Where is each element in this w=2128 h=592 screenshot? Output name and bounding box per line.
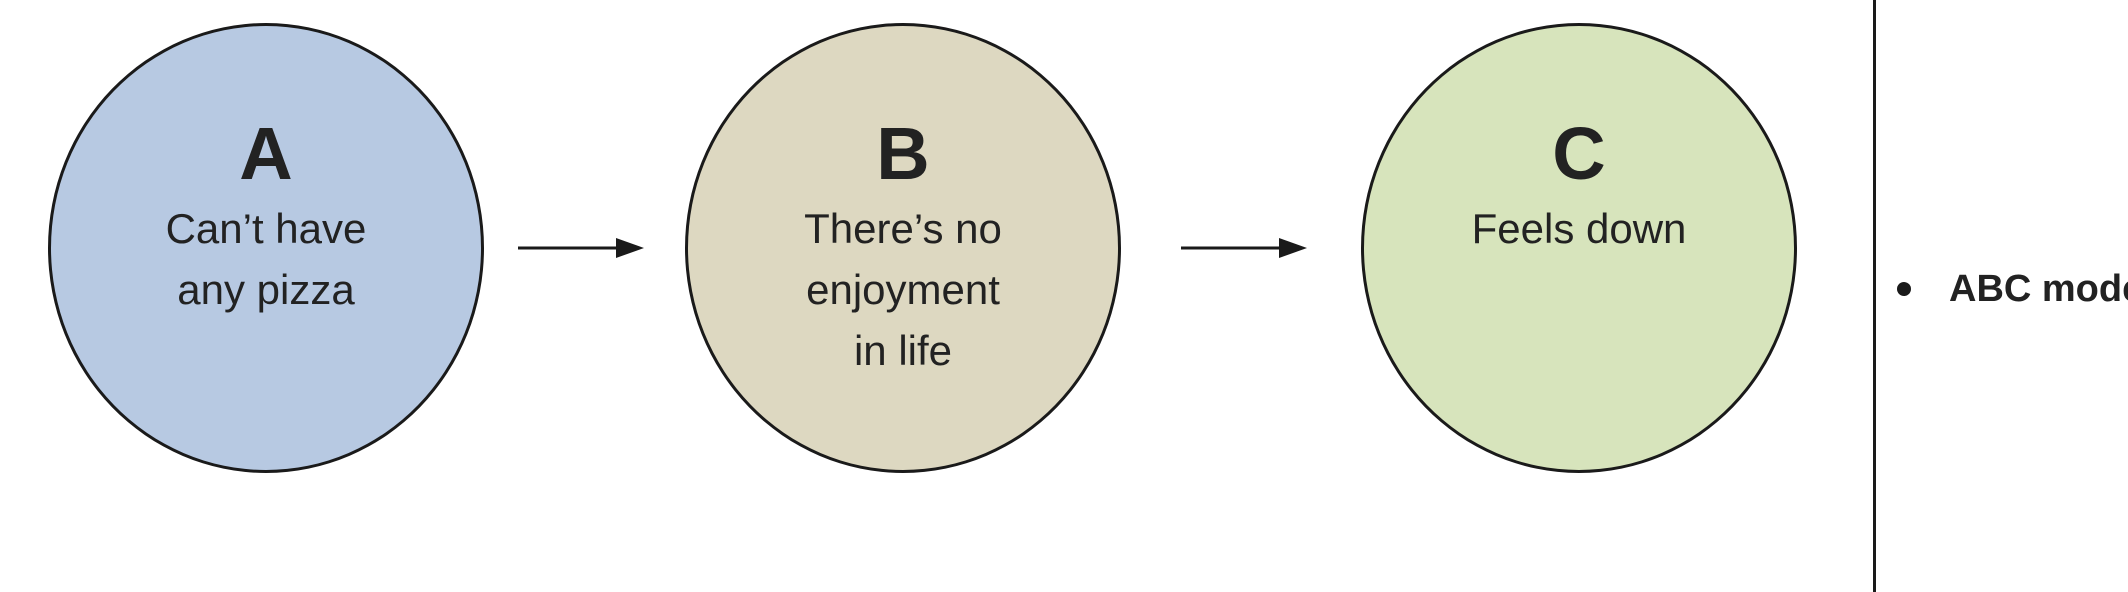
arrow-b-to-c (1181, 238, 1307, 258)
bullet-icon (1897, 282, 1911, 296)
node-c-letter: C (1552, 112, 1606, 195)
node-b-text: There’s no enjoyment in life (804, 205, 1002, 374)
node-a-letter: A (239, 112, 293, 195)
node-b-circle: B There’s no enjoyment in life (685, 23, 1121, 473)
node-a-text: Can’t have any pizza (165, 205, 367, 313)
node-c-text: Feels down (1471, 205, 1687, 252)
bullet-text: ABC mode (1949, 268, 2128, 310)
divider-line (1873, 0, 1876, 592)
node-b-letter: B (876, 112, 930, 195)
arrow-a-to-b (518, 238, 644, 258)
node-a-circle: A Can’t have any pizza (48, 23, 484, 473)
node-c-circle: C Feels down (1361, 23, 1797, 473)
